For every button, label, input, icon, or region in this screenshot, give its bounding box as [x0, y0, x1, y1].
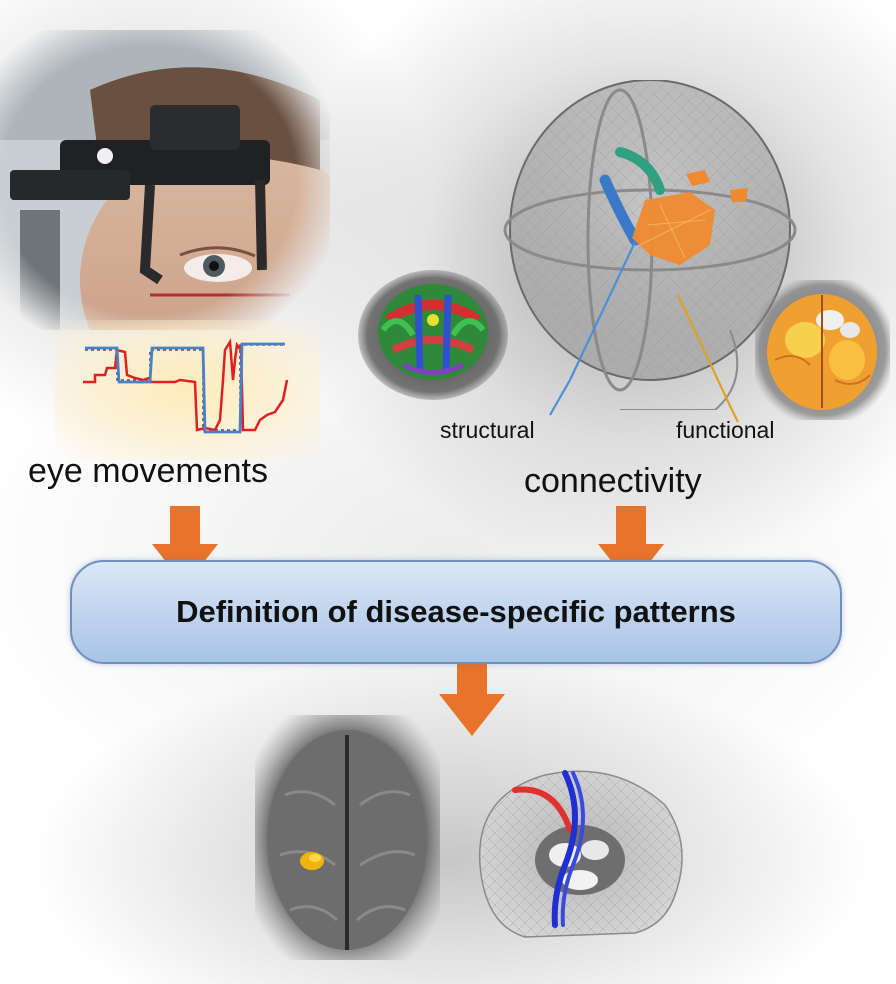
sagittal-brain-mesh — [478, 770, 683, 938]
eye-trace-red — [83, 338, 289, 432]
fmri-activation-brain — [755, 280, 890, 420]
eye-trace-blue — [85, 342, 285, 434]
pointer-lines — [549, 379, 739, 423]
tract-blue-b — [560, 771, 585, 927]
eye-tracker-photo — [0, 30, 330, 330]
down-arrow-left — [152, 506, 218, 586]
dti-tractography-image — [358, 270, 508, 400]
connectivity-label: connectivity — [524, 462, 702, 500]
eye-trace-plot — [83, 338, 289, 434]
tract-blue — [599, 174, 641, 246]
disease-patterns-box: Definition of disease-specific patterns — [70, 560, 842, 664]
tract-red — [512, 786, 573, 833]
down-arrow-right — [598, 506, 664, 586]
down-arrow-center — [439, 656, 505, 736]
eye-movements-label: eye movements — [28, 452, 268, 490]
functional-label: functional — [676, 417, 775, 443]
structural-label: structural — [440, 417, 535, 443]
eye-trace-panel — [55, 320, 320, 460]
functional-line — [677, 294, 733, 410]
head-mesh-connectivity — [503, 80, 797, 410]
structural-line — [569, 241, 636, 381]
pattern-box-title: Definition of disease-specific patterns — [176, 594, 736, 629]
axial-brain-image — [255, 715, 440, 960]
tract-blue-a — [551, 770, 578, 928]
tract-green-upper — [615, 147, 665, 195]
